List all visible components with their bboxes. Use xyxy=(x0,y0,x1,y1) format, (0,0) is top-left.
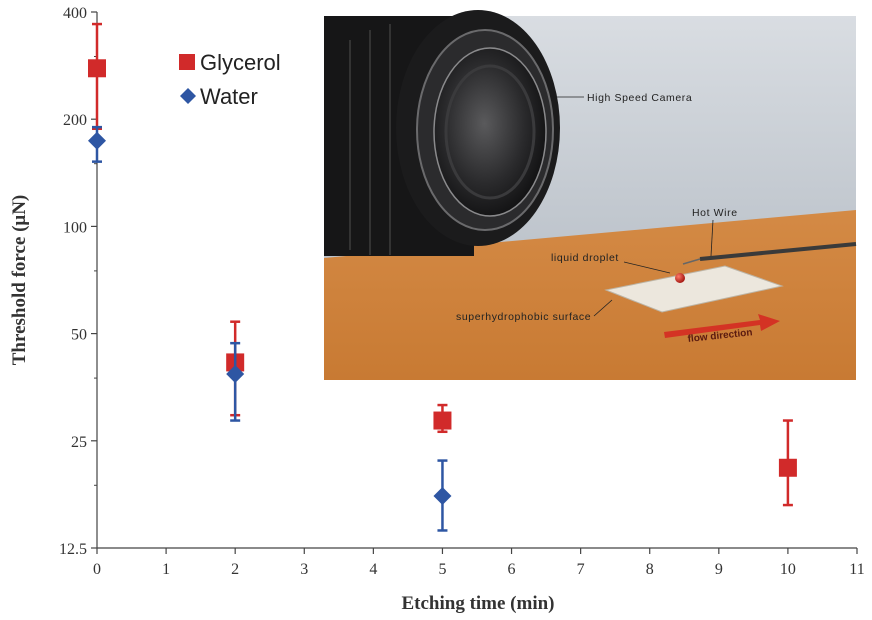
hot-wire xyxy=(699,242,857,261)
legend: Glycerol Water xyxy=(179,50,281,109)
y-tick-label: 25 xyxy=(71,434,87,451)
glycerol-point xyxy=(778,458,797,477)
axes: 12.5 25 50 100 200 400 0 1 2 3 4 5 6 7 8 9 10 11 xyxy=(59,5,865,578)
legend-water-label: Water xyxy=(200,84,258,109)
x-tick-label: 6 xyxy=(508,561,516,578)
x-tick-label: 7 xyxy=(577,561,585,578)
camera-label: High Speed Camera xyxy=(587,92,692,104)
x-tick-label: 8 xyxy=(646,561,654,578)
x-tick-label: 10 xyxy=(780,561,796,578)
superhydrophobic-surface-plate xyxy=(604,265,784,313)
y-tick-label: 200 xyxy=(63,112,87,129)
water-point xyxy=(88,131,106,150)
x-tick-label: 4 xyxy=(369,561,377,578)
water-point xyxy=(433,486,452,505)
experimental-setup-inset: High Speed Camera Hot Wire liquid drople… xyxy=(324,10,857,380)
x-axis-ticks: 0 1 2 3 4 5 6 7 8 9 10 11 xyxy=(93,548,865,578)
camera-icon xyxy=(324,10,560,256)
legend-glycerol-swatch xyxy=(179,54,195,70)
x-tick-label: 9 xyxy=(715,561,723,578)
legend-glycerol-label: Glycerol xyxy=(200,50,281,75)
glycerol-series xyxy=(88,22,797,507)
glycerol-point xyxy=(433,411,452,430)
y-tick-label: 100 xyxy=(63,219,87,236)
x-tick-label: 11 xyxy=(849,561,864,578)
water-point xyxy=(226,365,245,384)
surface-label: superhydrophobic surface xyxy=(456,311,591,323)
legend-water-swatch xyxy=(180,88,196,104)
flow-direction-arrow xyxy=(664,314,780,338)
water-series xyxy=(88,125,452,532)
glycerol-point xyxy=(88,59,106,78)
droplet-label: liquid droplet xyxy=(551,252,619,264)
y-tick-label: 50 xyxy=(71,327,87,344)
y-tick-label: 400 xyxy=(63,5,87,22)
x-tick-label: 0 xyxy=(93,561,101,578)
x-tick-label: 5 xyxy=(438,561,446,578)
x-tick-label: 3 xyxy=(300,561,308,578)
y-tick-label: 12.5 xyxy=(59,541,87,558)
x-axis-title: Etching time (min) xyxy=(401,593,554,614)
liquid-droplet xyxy=(675,273,685,283)
hot-wire-label: Hot Wire xyxy=(692,207,738,219)
plot-area xyxy=(88,22,797,532)
y-axis-title: Threshold force (μN) xyxy=(9,195,30,366)
y-axis-ticks: 12.5 25 50 100 200 400 xyxy=(59,5,97,558)
x-tick-label: 2 xyxy=(231,561,239,578)
x-tick-label: 1 xyxy=(162,561,170,578)
